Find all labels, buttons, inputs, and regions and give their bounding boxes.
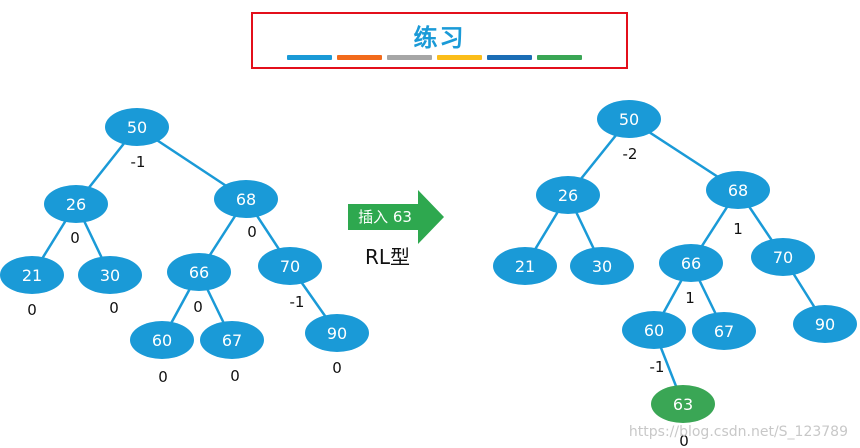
rotation-type-label: RL型 (365, 245, 410, 269)
color-stripe (287, 55, 332, 60)
node-label: 50 (619, 110, 639, 129)
node-ellipse (493, 247, 557, 285)
node-ellipse (597, 100, 661, 138)
node-label: 66 (681, 254, 701, 273)
node-ellipse (105, 108, 169, 146)
node-ellipse (706, 171, 770, 209)
balance-factor: -1 (131, 153, 146, 171)
node-67: 67 (692, 312, 756, 350)
node-label: 70 (773, 248, 793, 267)
color-stripe (537, 55, 582, 60)
node-50: 50 (597, 100, 661, 138)
node-label: 21 (22, 266, 42, 285)
balance-factor: -1 (650, 358, 665, 376)
node-70: 70 (751, 238, 815, 276)
node-21: 21 (493, 247, 557, 285)
node-label: 26 (66, 195, 86, 214)
balance-factor: 0 (679, 432, 689, 448)
balance-factor: 0 (247, 223, 257, 241)
node-50: 50 (105, 108, 169, 146)
arrow-shape (348, 190, 444, 244)
node-label: 60 (152, 331, 172, 350)
node-70: 70 (258, 247, 322, 285)
insert-arrow: 插入 63 (348, 190, 444, 244)
node-60: 60 (130, 321, 194, 359)
color-stripe (437, 55, 482, 60)
balance-factor: 0 (193, 298, 203, 316)
node-label: 21 (515, 257, 535, 276)
node-ellipse (305, 314, 369, 352)
node-66: 66 (659, 244, 723, 282)
node-label: 66 (189, 263, 209, 282)
tree-after-insert: 50 -2 26 68 1 21 30 66 1 70 60 -1 67 90 63 0 (493, 100, 857, 448)
node-68: 68 (214, 180, 278, 218)
node-26: 26 (536, 176, 600, 214)
node-ellipse (214, 180, 278, 218)
node-ellipse (751, 238, 815, 276)
node-60: 60 (622, 311, 686, 349)
watermark: https://blog.csdn.net/S_123789 (629, 424, 848, 440)
title-text: 练习 (413, 24, 466, 52)
balance-factor: 0 (70, 229, 80, 247)
node-label: 67 (222, 331, 242, 350)
node-66: 66 (167, 253, 231, 291)
node-label: 63 (673, 395, 693, 414)
node-ellipse (793, 305, 857, 343)
node-ellipse (200, 321, 264, 359)
node-ellipse (536, 176, 600, 214)
node-ellipse (44, 185, 108, 223)
node-68: 68 (706, 171, 770, 209)
node-label: 30 (592, 257, 612, 276)
color-stripe (387, 55, 432, 60)
node-ellipse (570, 247, 634, 285)
tree-before-insert: 50 -1 26 0 68 0 21 0 30 0 66 0 70 -1 60 0 67 0 90 0 (0, 108, 369, 386)
node-label: 68 (728, 181, 748, 200)
balance-factor: 0 (158, 368, 168, 386)
node-90: 90 (305, 314, 369, 352)
node-ellipse (659, 244, 723, 282)
node-ellipse (167, 253, 231, 291)
node-ellipse (651, 385, 715, 423)
node-label: 68 (236, 190, 256, 209)
balance-factor: 0 (230, 367, 240, 385)
node-label: 26 (558, 186, 578, 205)
balance-factor: 1 (733, 220, 743, 238)
node-67: 67 (200, 321, 264, 359)
balance-factor: -1 (290, 293, 305, 311)
node-label: 60 (644, 321, 664, 340)
node-ellipse (78, 256, 142, 294)
balance-factor: 0 (332, 359, 342, 377)
node-63: 63 (651, 385, 715, 423)
node-label: 30 (100, 266, 120, 285)
node-26: 26 (44, 185, 108, 223)
node-ellipse (692, 312, 756, 350)
color-stripe (337, 55, 382, 60)
node-ellipse (130, 321, 194, 359)
title-box: 练习 (251, 12, 628, 69)
balance-factor: 0 (109, 299, 119, 317)
node-label: 50 (127, 118, 147, 137)
node-30: 30 (78, 256, 142, 294)
node-label: 90 (327, 324, 347, 343)
balance-factor: 1 (685, 289, 695, 307)
balance-factor: -2 (623, 145, 638, 163)
node-label: 90 (815, 315, 835, 334)
node-30: 30 (570, 247, 634, 285)
node-ellipse (258, 247, 322, 285)
node-ellipse (0, 256, 64, 294)
color-stripe (487, 55, 532, 60)
node-90: 90 (793, 305, 857, 343)
node-label: 67 (714, 322, 734, 341)
arrow-label: 插入 63 (358, 208, 412, 226)
node-21: 21 (0, 256, 64, 294)
node-ellipse (622, 311, 686, 349)
node-label: 70 (280, 257, 300, 276)
balance-factor: 0 (27, 301, 37, 319)
